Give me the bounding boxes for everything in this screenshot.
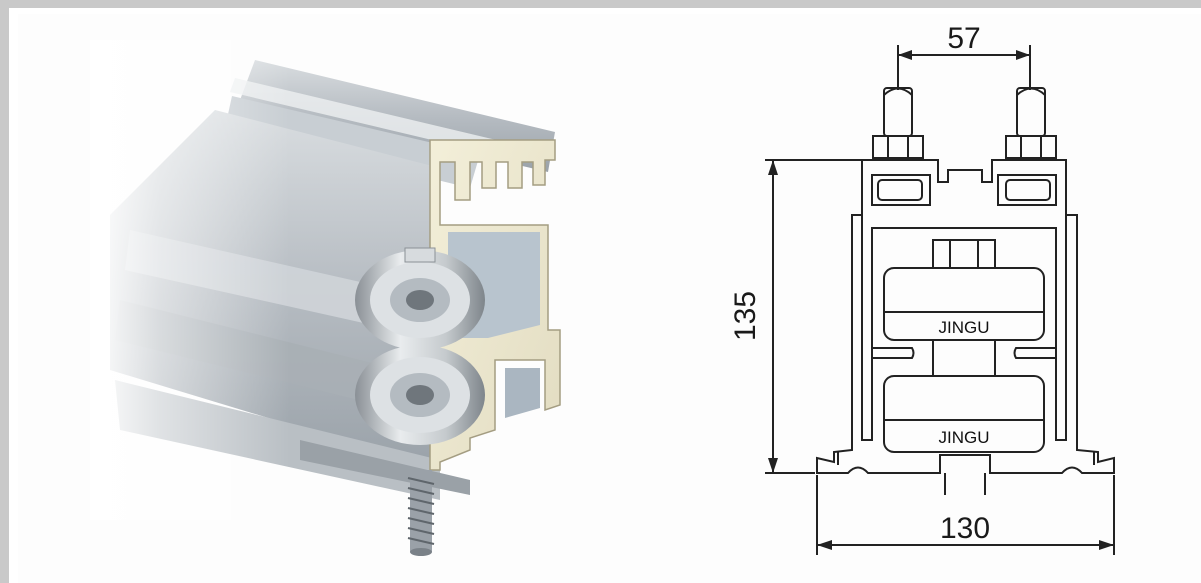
cross-section-drawing bbox=[765, 45, 1115, 555]
track-profile-outline bbox=[816, 159, 1115, 474]
roller-label-lower: JINGU bbox=[939, 428, 990, 447]
track-3d-illustration bbox=[90, 40, 561, 556]
dim-57-label: 57 bbox=[947, 22, 980, 55]
dim-130-label: 130 bbox=[940, 512, 990, 545]
mounting-bolts bbox=[872, 87, 1057, 159]
roller-wheels-3d bbox=[355, 247, 485, 445]
threaded-bolt-3d bbox=[407, 470, 435, 556]
upper-roller bbox=[883, 239, 1045, 376]
dimension-135 bbox=[765, 159, 862, 474]
dim-135-label: 135 bbox=[729, 291, 762, 341]
dimension-130 bbox=[816, 475, 1115, 555]
roller-label-upper: JINGU bbox=[939, 318, 990, 337]
lower-roller bbox=[883, 375, 1045, 453]
dimension-57 bbox=[897, 45, 1031, 90]
